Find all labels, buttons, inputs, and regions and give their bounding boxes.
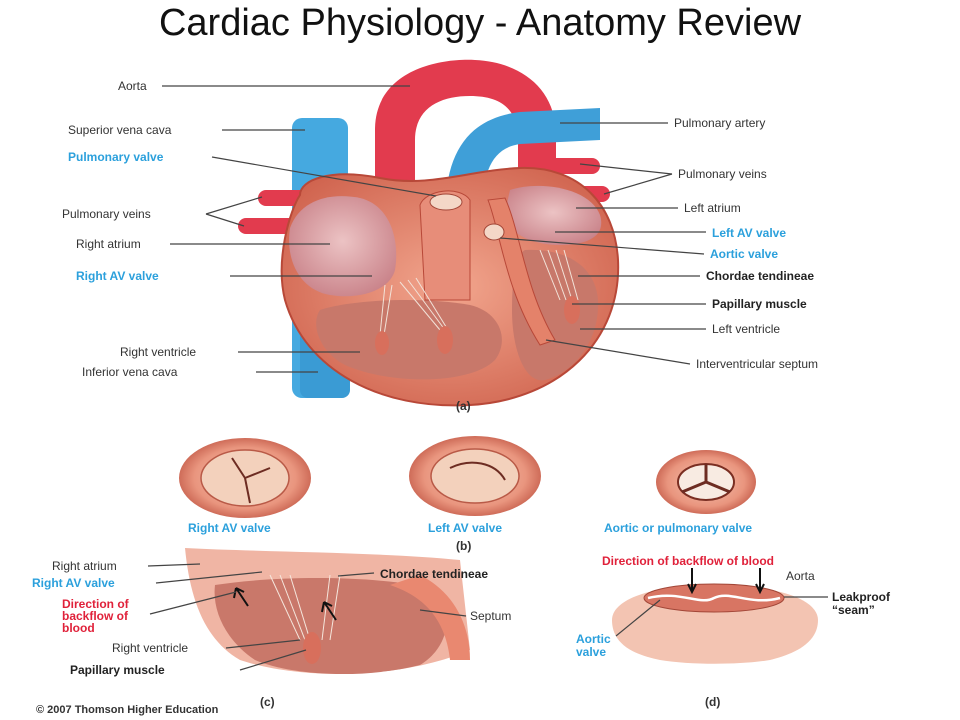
panel-c-septum-wall [390,575,470,660]
label-d-aorta: Aorta [786,569,815,583]
caption-d: (d) [705,695,720,709]
label-papillary-muscle: Papillary muscle [712,297,807,311]
pulmonary-trunk-inner [419,190,471,301]
aortic-arch [375,59,556,185]
label-c-papillary-muscle: Papillary muscle [70,663,165,677]
label-right-atrium: Right atrium [76,237,141,251]
left-ventricle-chamber [512,249,599,381]
aortic-pulmonary-valve-view [656,450,756,514]
label-aorta: Aorta [118,79,147,93]
label-superior-vena-cava: Superior vena cava [68,123,172,137]
label-interventricular-septum: Interventricular septum [696,357,818,371]
copyright-notice: © 2007 Thomson Higher Education [36,704,219,716]
panel-c-ventricle-cavity [214,578,448,675]
panel-b-valves [179,436,756,518]
label-left-av-valve: Left AV valve [712,226,786,240]
label-pulmonary-valve: Pulmonary valve [68,150,164,164]
right-atrium-chamber [289,196,397,297]
panel-a-heart [238,59,620,407]
label-left-atrium: Left atrium [684,201,741,215]
caption-b: (b) [456,539,471,553]
page-title: Cardiac Physiology - Anatomy Review [158,2,802,44]
label-right-ventricle: Right ventricle [120,345,196,359]
label-d-leakproof-2: “seam” [832,603,875,617]
label-pulmonary-veins-left: Pulmonary veins [62,207,151,221]
pulmonary-valve-shape [429,193,463,211]
left-chordae [539,249,579,301]
label-pulmonary-veins-right: Pulmonary veins [678,167,767,181]
label-b-left-av-valve: Left AV valve [428,521,502,535]
panel-c-leader-lines [147,563,467,671]
left-atrium-chamber [505,185,602,245]
pulmonary-vein-left-lower [238,218,298,234]
papillary-left [564,296,580,324]
label-d-leakproof-1: Leakproof [832,590,891,604]
right-av-valve-view [179,438,311,518]
label-d-direction: Direction of backflow of blood [602,554,774,568]
label-c-right-atrium: Right atrium [52,559,117,573]
label-inferior-vena-cava: Inferior vena cava [82,365,178,379]
label-c-septum: Septum [470,609,511,623]
aortic-valve-shape [483,223,505,241]
label-right-av-valve: Right AV valve [76,269,159,283]
panel-c-chordae [269,574,341,641]
label-c-direction-2: backflow of [62,609,129,623]
label-chordae-tendineae: Chordae tendineae [706,269,814,283]
caption-c: (c) [260,695,275,709]
label-c-right-ventricle: Right ventricle [112,641,188,655]
label-b-aortic-pulmonary-valve: Aortic or pulmonary valve [604,521,752,535]
caption-a: (a) [456,399,471,413]
papillary-right-1 [437,326,453,354]
label-c-direction-3: blood [62,621,95,635]
pulmonary-artery-vessel [445,108,600,215]
label-c-right-av-valve: Right AV valve [32,576,115,590]
panel-a-leader-lines [162,85,706,373]
left-av-valve-view [409,436,541,516]
panel-c-arrow-right [321,601,337,621]
right-chordae [379,277,449,336]
label-b-right-av-valve: Right AV valve [188,521,271,535]
right-ventricle-chamber [316,299,502,380]
panel-d-arrow-2 [755,568,765,595]
panel-d-arrow-1 [687,568,697,595]
panel-c-papillary [303,632,321,664]
label-d-aortic-1: Aortic [576,632,611,646]
label-c-direction-1: Direction of [62,597,130,611]
label-c-chordae-tendineae: Chordae tendineae [380,567,488,581]
panel-d-leader-lines [615,596,828,637]
label-pulmonary-artery: Pulmonary artery [674,116,765,130]
papillary-right-2 [375,331,389,355]
panel-c-section [185,548,470,675]
panel-c-arrow-left [233,587,249,607]
label-aortic-valve: Aortic valve [710,247,778,261]
panel-d-seam [647,594,781,602]
panel-d-aortic-valve [612,568,818,664]
label-d-aortic-2: valve [576,645,606,659]
label-left-ventricle: Left ventricle [712,322,780,336]
